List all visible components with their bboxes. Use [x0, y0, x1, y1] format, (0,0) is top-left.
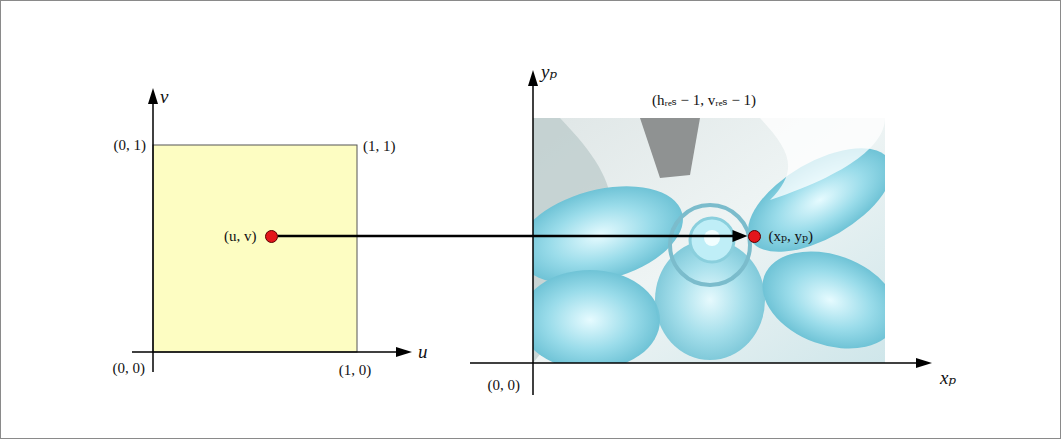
axis-label: xₚ	[940, 368, 956, 389]
axis-arrowhead	[528, 70, 538, 86]
axis-label: yₚ	[541, 62, 557, 83]
axis-label: u	[418, 342, 428, 363]
point-label: (u, v)	[224, 228, 257, 245]
xp-axis	[470, 362, 920, 364]
yp-axis	[532, 82, 534, 395]
point-marker: (u, v)	[265, 230, 278, 243]
coordinate-label: (1, 0)	[339, 362, 372, 379]
image-ring	[670, 205, 750, 285]
point-label: (xₚ, yₚ)	[769, 228, 814, 245]
image-cone	[640, 118, 700, 178]
axis-label: v	[160, 87, 168, 108]
coordinate-label: (1, 1)	[363, 138, 396, 155]
point-marker: (xₚ, yₚ)	[748, 230, 761, 243]
axis-arrowhead	[916, 358, 932, 368]
axes	[132, 70, 932, 395]
arrowhead	[733, 230, 748, 242]
coordinate-label: (0, 0)	[113, 360, 146, 377]
coordinate-label: (0, 1)	[114, 137, 147, 154]
u-axis	[132, 351, 400, 353]
image-highlight	[704, 230, 720, 246]
unit-square	[153, 145, 357, 352]
image-ring	[690, 218, 734, 262]
image-blob	[533, 270, 660, 363]
axis-arrowhead	[396, 347, 412, 357]
coordinate-label: (hᵣₑₛ − 1, vᵣₑₛ − 1)	[652, 92, 756, 109]
coordinate-label: (0, 0)	[488, 377, 521, 394]
arrow-shaft	[278, 235, 736, 238]
v-axis	[152, 100, 154, 372]
image-highlight	[760, 118, 885, 200]
axis-arrowhead	[148, 88, 158, 104]
rendered-image	[533, 118, 885, 363]
mapping-arrow	[278, 230, 748, 242]
image-blob	[749, 234, 885, 363]
